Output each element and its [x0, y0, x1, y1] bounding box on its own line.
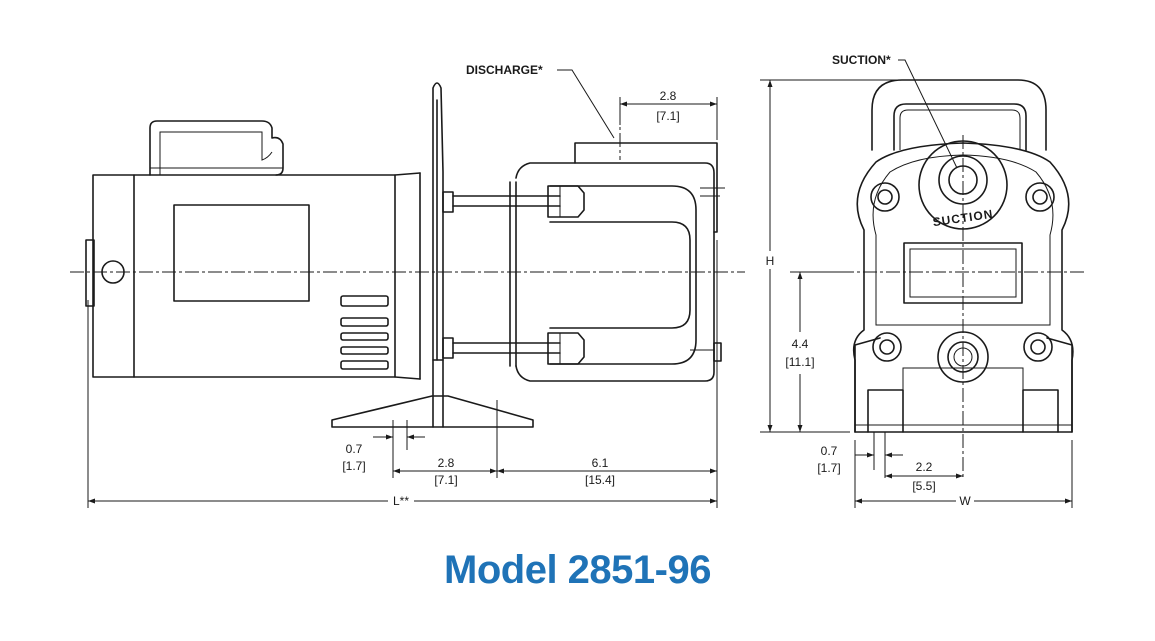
dim-front-foot-value: 0.7: [821, 444, 838, 458]
junction-box: [149, 120, 284, 176]
dim-discharge-offset-value: 2.8: [660, 89, 677, 103]
dim-side-foot-value: 0.7: [346, 442, 363, 456]
dim-front-half-width: 2.2 [5.5]: [885, 460, 963, 493]
dim-side-foot: 0.7 [1.7]: [342, 420, 425, 478]
dim-side-pump: 6.1 [15.4]: [497, 240, 718, 508]
dim-front-half-width-metric: [5.5]: [912, 479, 935, 493]
dim-side-base: 2.8 [7.1]: [393, 400, 498, 487]
dim-front-foot-metric: [1.7]: [817, 461, 840, 475]
length-label: L**: [393, 494, 409, 508]
tie-rods: [442, 181, 561, 367]
motor-end-cap: [85, 239, 95, 307]
dim-discharge-offset-metric: [7.1]: [656, 109, 679, 123]
model-title: Model 2851-96: [444, 548, 711, 592]
drain-port: [937, 331, 989, 383]
dim-front-height: 4.4 [11.1]: [780, 271, 850, 432]
pump-head: [515, 110, 725, 382]
dim-front-foot: 0.7 [1.7]: [817, 432, 903, 478]
dim-side-foot-metric: [1.7]: [342, 459, 365, 473]
carry-handle: [871, 79, 1047, 151]
width-label: W: [959, 494, 971, 508]
suction-leader: [898, 59, 958, 169]
suction-label: SUCTION*: [832, 53, 891, 67]
motor-body: [92, 172, 421, 380]
dim-side-pump-value: 6.1: [592, 456, 609, 470]
front-view: SUCTION SUCTION* H 4.4 [11.1]: [760, 53, 1085, 508]
side-view: DISCHARGE* 2.8 [7.1] 0.7 [1.7] 2.8 [7.1]: [70, 63, 745, 508]
base-foot: [331, 359, 534, 428]
vent-slots: [340, 295, 389, 370]
adapter-flange: [432, 82, 444, 361]
dim-overall-width: W: [854, 440, 1073, 508]
dim-side-pump-metric: [15.4]: [585, 473, 615, 487]
dim-front-height-metric: [11.1]: [785, 355, 814, 369]
dim-discharge-offset: 2.8 [7.1]: [619, 89, 718, 140]
dim-front-height-value: 4.4: [792, 337, 809, 351]
sight-window: [903, 242, 1023, 304]
dim-overall-length: L**: [87, 300, 717, 508]
dim-overall-height: H: [760, 79, 935, 433]
front-bolts: [870, 182, 1055, 362]
height-label: H: [766, 254, 775, 268]
pump-housing: [852, 142, 1074, 433]
suction-casting-label: SUCTION: [932, 207, 994, 229]
discharge-leader: [557, 69, 615, 139]
dim-side-base-value: 2.8: [438, 456, 455, 470]
dim-front-half-width-value: 2.2: [916, 460, 933, 474]
dim-side-base-metric: [7.1]: [434, 473, 457, 487]
motor-bolt-circle: [101, 260, 125, 284]
discharge-label: DISCHARGE*: [466, 63, 543, 77]
nameplate: [173, 204, 310, 302]
